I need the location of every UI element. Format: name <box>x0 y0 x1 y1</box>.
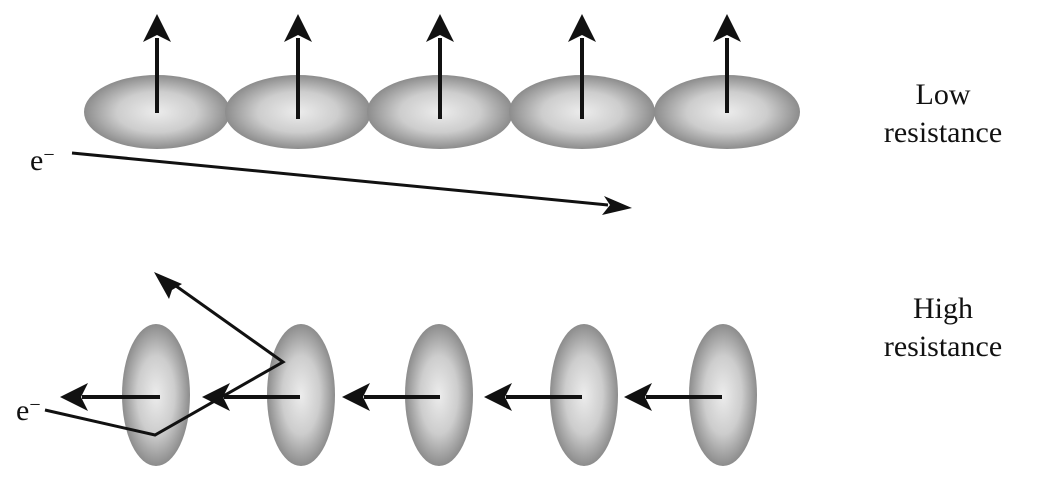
low-resistance-row <box>71 14 800 215</box>
electron-symbol: e <box>16 394 30 427</box>
left-arrow-icon <box>624 383 722 411</box>
electron-label-bottom: e− <box>16 390 41 426</box>
low-resistance-label-line1: Low <box>915 78 971 111</box>
left-arrow-icon <box>202 383 300 411</box>
high-resistance-row <box>44 272 757 466</box>
low-resistance-label-line2: resistance <box>883 116 1003 149</box>
low-resistance-label: Low resistance <box>868 76 1018 152</box>
electron-charge: − <box>43 144 55 166</box>
electron-charge: − <box>29 394 41 416</box>
high-resistance-label-line1: High <box>913 292 973 325</box>
electron-straight-path-arrow <box>71 151 632 215</box>
high-ellipse-5 <box>689 324 757 466</box>
high-ellipse-2 <box>267 324 335 466</box>
left-arrow-icon <box>60 383 160 411</box>
left-arrow-icon <box>484 383 582 411</box>
up-arrow-icon <box>426 14 454 119</box>
high-resistance-label: High resistance <box>868 290 1018 366</box>
up-arrow-icon <box>284 14 312 119</box>
left-arrow-icon <box>342 383 440 411</box>
up-arrow-icon <box>568 14 596 119</box>
electron-scattered-path-arrow <box>44 272 286 437</box>
up-arrow-icon <box>143 14 171 113</box>
electron-symbol: e <box>30 144 44 177</box>
high-ellipse-4 <box>550 324 618 466</box>
up-arrow-icon <box>713 14 741 113</box>
electron-label-top: e− <box>30 140 55 176</box>
high-resistance-label-line2: resistance <box>883 330 1003 363</box>
